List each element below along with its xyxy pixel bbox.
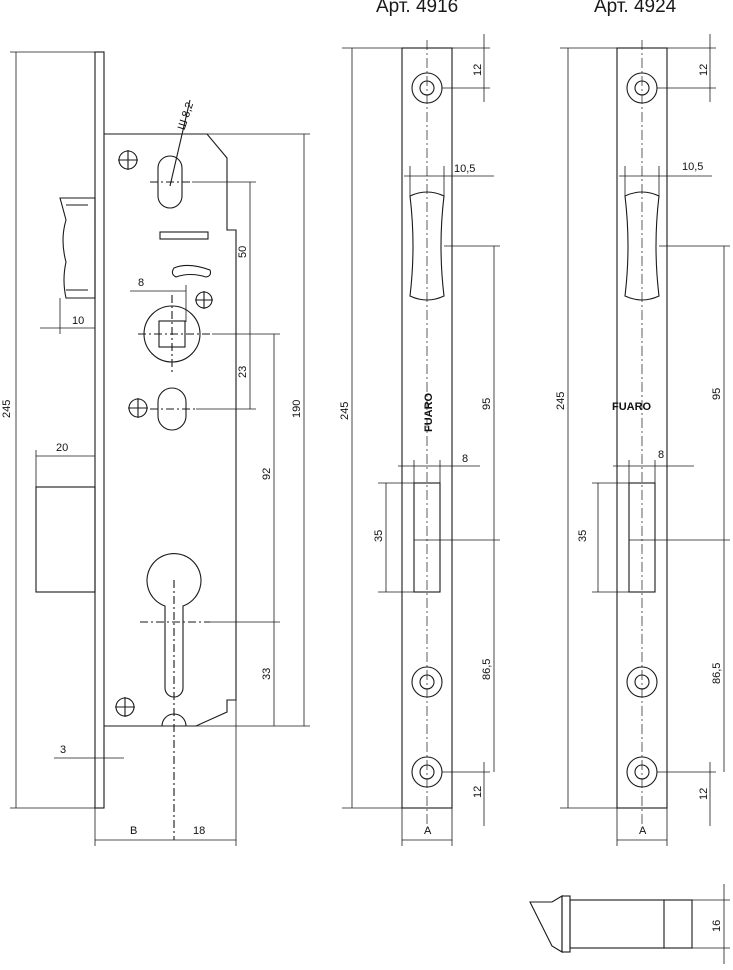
slot-curved [171,264,212,278]
label-slot: Ш 8,2 [176,101,196,132]
label-10: 10 [72,315,84,327]
label-86-5-middle: 86,5 [481,659,493,680]
label-50: 50 [237,246,249,258]
label-8-middle: 8 [462,453,468,465]
label-245-middle: 245 [339,402,351,420]
faceplate-4916 [401,40,453,830]
middle-dimensions [342,34,500,846]
label-12-bottom-middle: 12 [472,786,484,798]
screw-hole-lower [411,666,443,698]
brand-fuaro-4916: FUARO [423,392,435,432]
latch-opening-4924 [624,191,660,301]
bottom-dimensions [692,884,730,964]
label-95-right: 95 [711,388,723,400]
screw-hole-lower-4924 [626,666,658,698]
label-10-5-right: 10,5 [682,161,703,173]
latch-tongue [529,895,563,953]
cylinder-cutout [146,553,202,698]
label-35-right: 35 [577,530,589,542]
label-20: 20 [56,442,68,454]
latch-detail [529,895,693,953]
label-A-middle: A [424,825,432,837]
label-8-left: 8 [138,277,144,289]
label-B: B [130,825,137,837]
case-outline [104,133,237,727]
slot-rect [159,231,209,240]
latch-bolt [59,197,96,299]
label-35-middle: 35 [373,530,385,542]
label-245-left: 245 [1,400,13,418]
lock-body-view [35,51,237,840]
bolt-opening [413,482,441,593]
title-art-4924: Арт. 4924 [594,0,677,17]
label-A-right: A [639,825,647,837]
faceplate-4924 [616,40,668,830]
latch-opening [409,191,445,301]
title-art-4916: Арт. 4916 [376,0,459,17]
label-3: 3 [60,744,66,756]
label-86-5-right: 86,5 [711,663,723,684]
screw-lower [128,398,148,418]
label-92: 92 [261,468,273,480]
label-245-right: 245 [555,392,567,410]
slot-leader [169,99,191,187]
label-12-top-middle: 12 [472,64,484,76]
label-12-top-right: 12 [698,64,710,76]
left-dimensions [10,51,310,846]
screw-bottom [115,697,135,717]
label-33: 33 [261,668,273,680]
label-16: 16 [711,920,723,932]
latch-body [569,899,693,949]
label-23: 23 [237,366,249,378]
label-12-bottom-right: 12 [698,788,710,800]
label-18: 18 [193,825,205,837]
bolt-opening-4924 [628,482,656,593]
screw-top [118,150,138,170]
label-190: 190 [291,400,303,418]
screw-middle [195,291,213,309]
right-dimensions [560,34,730,846]
label-95-middle: 95 [481,398,493,410]
label-8-right: 8 [658,449,664,461]
faceplate-side [94,51,105,809]
dead-bolt [35,486,96,593]
brand-fuaro-4924: FUARO [612,401,652,413]
label-10-5-middle: 10,5 [454,163,475,175]
